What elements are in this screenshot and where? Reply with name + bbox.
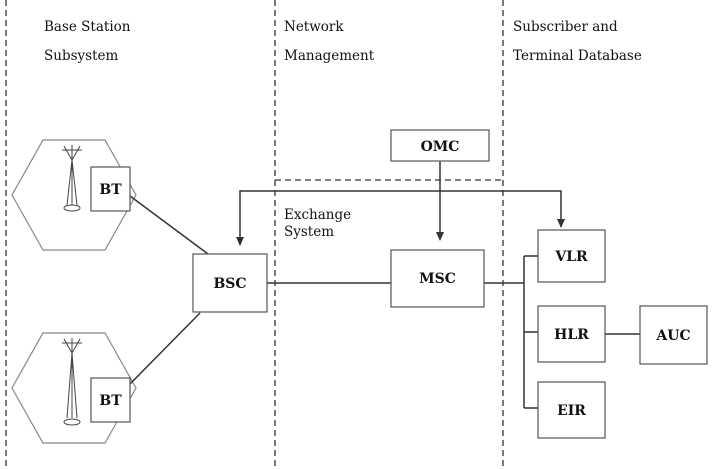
hlr-label: HLR xyxy=(554,327,589,343)
auc-box xyxy=(639,305,708,365)
section-exchange-line2: System xyxy=(284,224,334,240)
vlr-label: VLR xyxy=(554,249,588,265)
auc-label: AUC xyxy=(655,328,690,344)
cell-hexagon-bottom xyxy=(11,332,137,444)
section-base-station-line2: Subsystem xyxy=(44,48,118,64)
cell-hexagon-top xyxy=(11,139,137,251)
bsc-label: BSC xyxy=(213,276,246,292)
section-base-station-line1: Base Station xyxy=(44,19,131,35)
bt-top-label: BT xyxy=(99,182,122,198)
section-network-mgmt-line1: Network xyxy=(284,19,344,35)
bt-bottom-label: BT xyxy=(99,393,122,409)
section-subscriber-line1: Subscriber and xyxy=(513,19,618,35)
section-exchange-line1: Exchange xyxy=(284,207,351,223)
vlr-box xyxy=(537,229,606,283)
omc-label: OMC xyxy=(421,139,460,155)
link-bt-top-to-bsc xyxy=(129,195,209,255)
antenna-tower-top-icon xyxy=(62,145,82,212)
omc-box xyxy=(390,129,490,162)
msc-label: MSC xyxy=(419,271,456,287)
section-network-mgmt-line2: Management xyxy=(284,48,375,64)
hlr-box xyxy=(537,305,606,363)
arrow-omc-to-vlr xyxy=(440,190,565,228)
bsc-box xyxy=(192,253,268,313)
bt-bottom-box xyxy=(90,377,131,423)
msc-box xyxy=(390,249,485,308)
bt-top-box xyxy=(90,166,131,212)
antenna-tower-bottom-icon xyxy=(62,338,82,426)
eir-label: EIR xyxy=(557,403,586,419)
link-bt-bottom-to-bsc xyxy=(129,312,201,385)
arrow-omc-to-bsc xyxy=(236,190,440,246)
eir-box xyxy=(537,381,606,439)
section-subscriber-line2: Terminal Database xyxy=(513,48,642,64)
